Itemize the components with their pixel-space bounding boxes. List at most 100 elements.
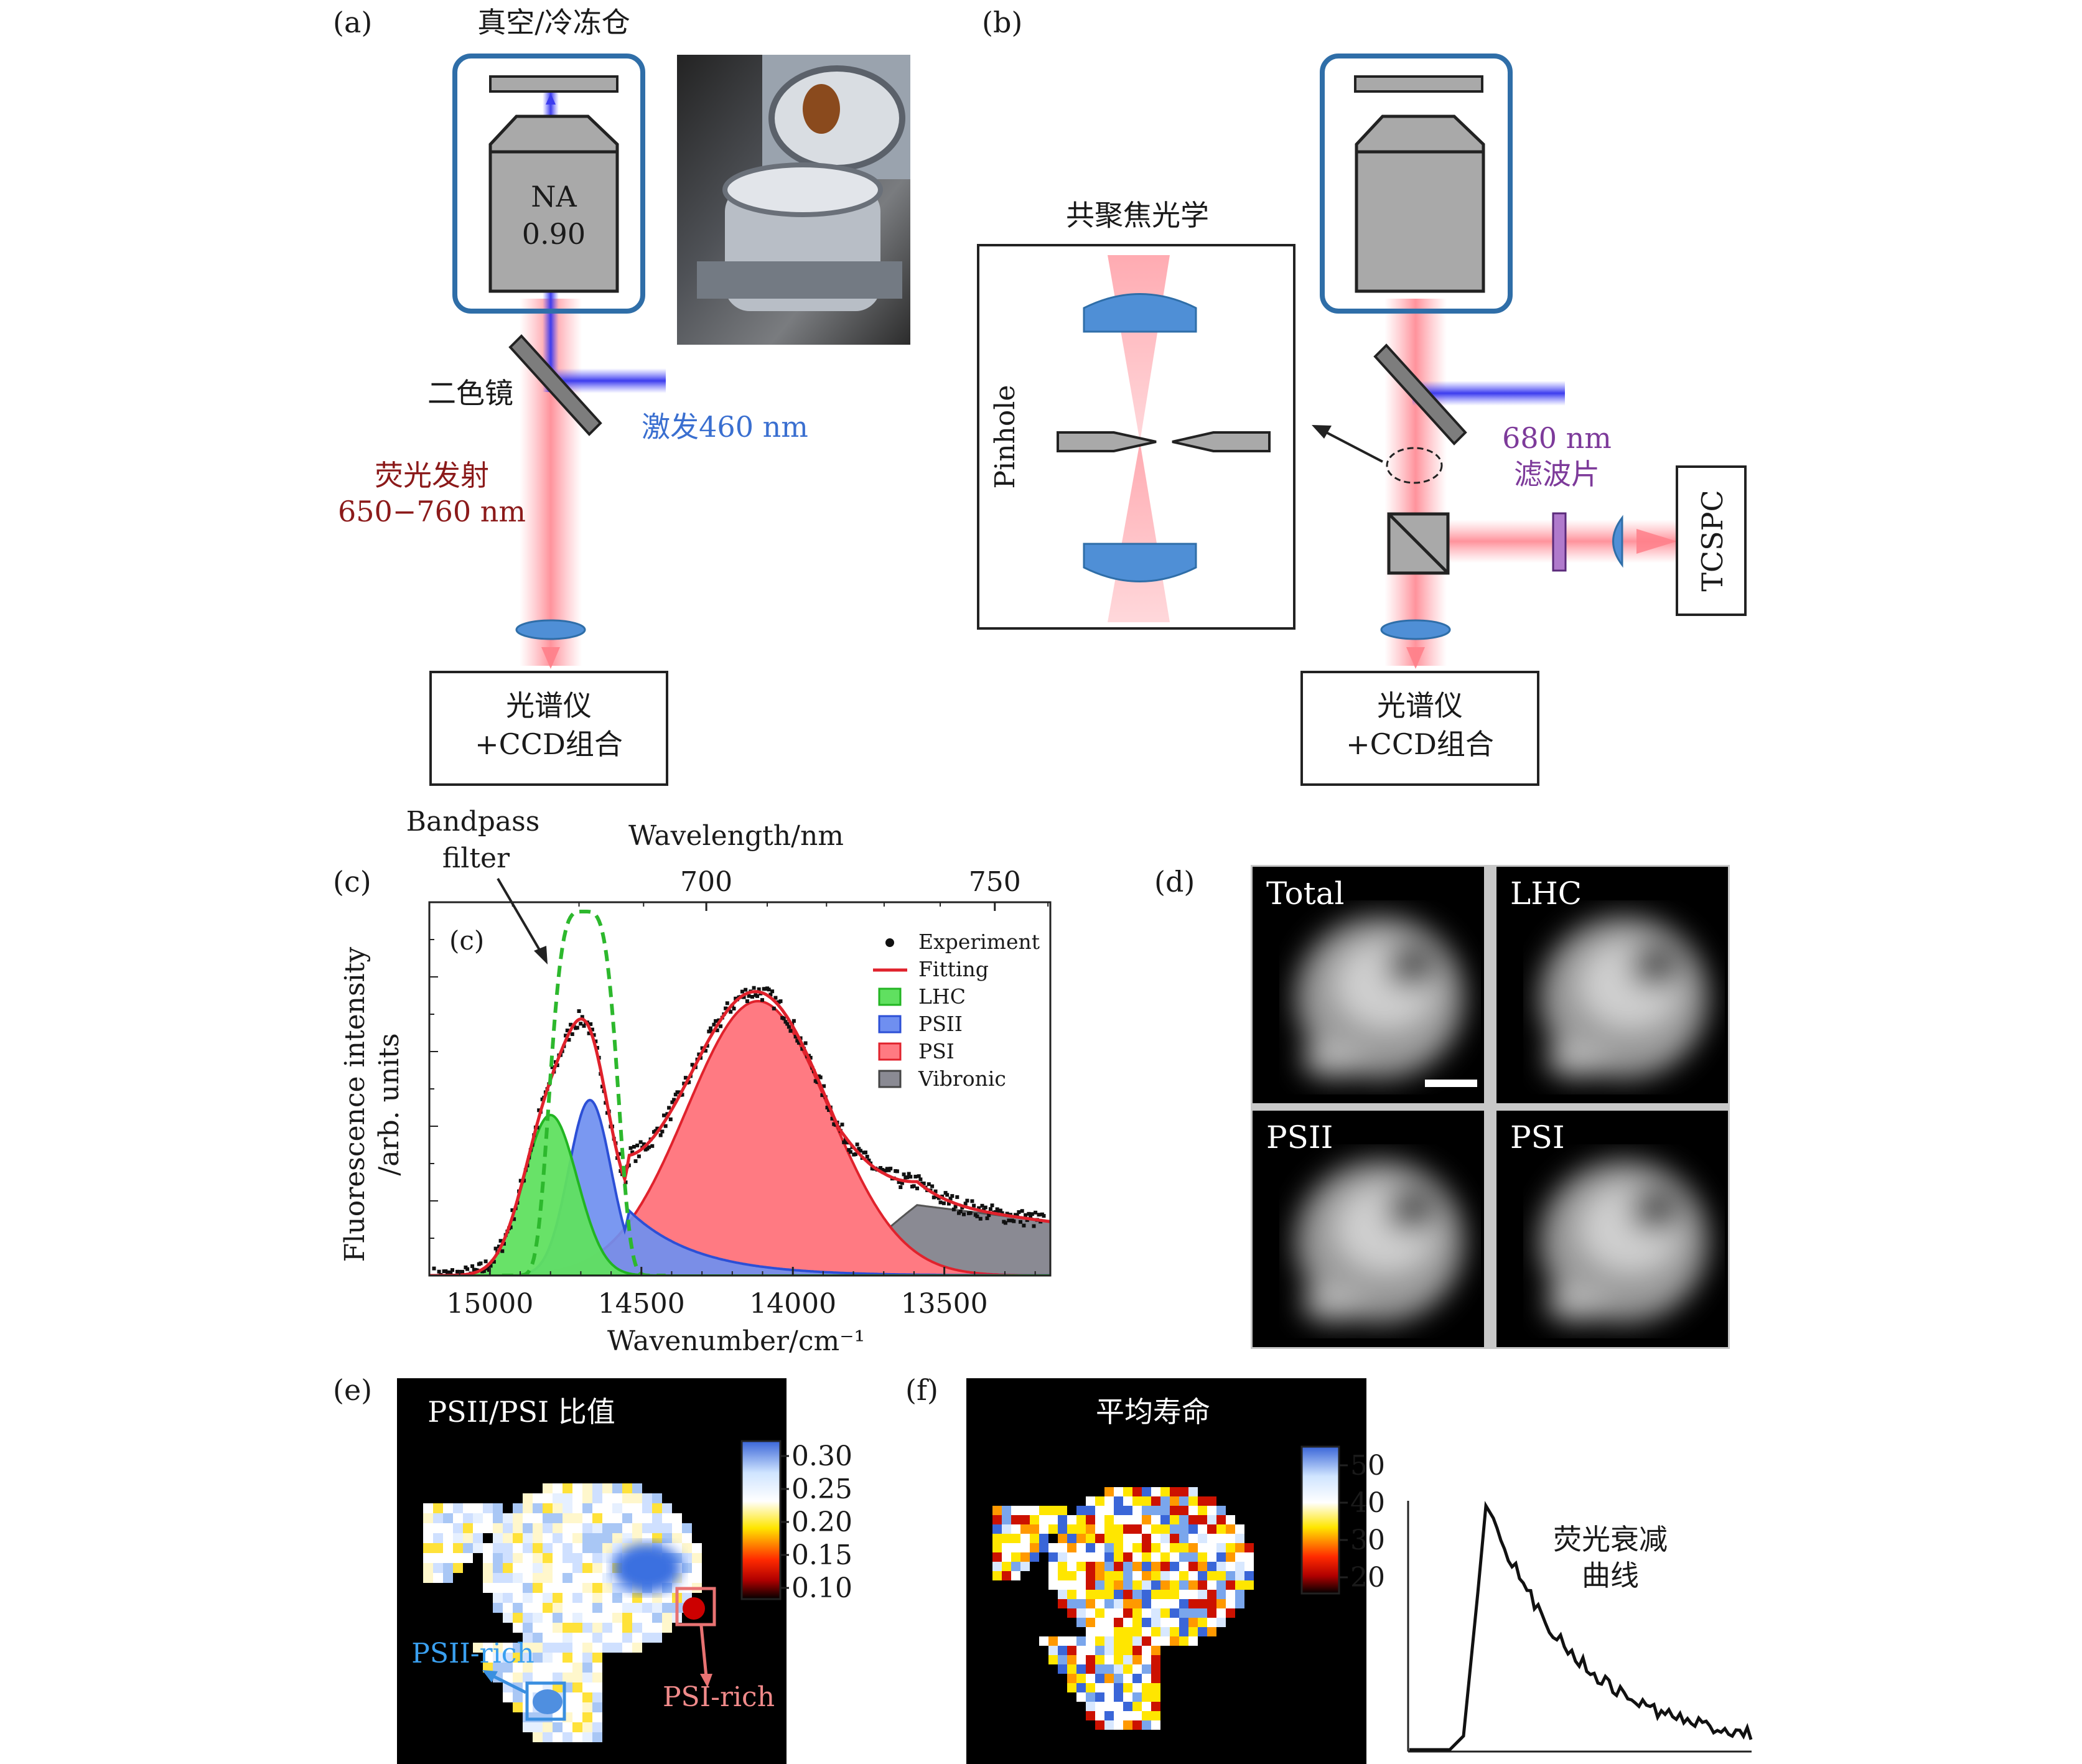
ratio-pixel — [602, 1483, 612, 1493]
ratio-hotspot — [613, 1543, 681, 1593]
colorbar-tick-label: 50 — [1350, 1450, 1385, 1482]
lifetime-pixel — [1076, 1515, 1086, 1524]
experiment-point — [677, 1090, 681, 1094]
ratio-pixel — [632, 1493, 642, 1503]
ratio-pixel — [642, 1523, 652, 1533]
ratio-pixel — [572, 1553, 582, 1563]
ratio-pixel — [543, 1523, 553, 1533]
ratio-pixel — [533, 1593, 543, 1603]
ratio-pixel — [483, 1503, 493, 1513]
lifetime-pixel — [1086, 1590, 1095, 1599]
colorbar-tick-label: 0.30 — [791, 1440, 852, 1472]
lifetime-pixel — [1048, 1515, 1058, 1524]
lifetime-pixel — [1020, 1543, 1030, 1552]
experiment-point — [772, 1006, 776, 1010]
ratio-pixel — [572, 1523, 582, 1533]
ratio-pixel — [652, 1633, 662, 1643]
lifetime-pixel — [1123, 1702, 1132, 1711]
lifetime-pixel — [1198, 1627, 1207, 1636]
ratio-pixel — [523, 1722, 533, 1732]
ratio-pixel — [533, 1533, 543, 1543]
ratio-pixel — [592, 1603, 602, 1613]
lifetime-pixel — [1235, 1534, 1244, 1543]
lifetime-pixel — [1104, 1515, 1114, 1524]
lifetime-pixel — [1039, 1506, 1048, 1515]
ratio-pixel — [612, 1503, 622, 1513]
ratio-pixel — [433, 1543, 443, 1553]
confocal-lens-bottom — [1083, 543, 1197, 582]
lifetime-pixel — [1076, 1664, 1086, 1674]
ratio-pixel — [473, 1543, 483, 1553]
lifetime-pixel — [1244, 1580, 1254, 1590]
ratio-pixel — [642, 1623, 652, 1633]
ratio-pixel — [582, 1692, 592, 1702]
lifetime-pixel — [1123, 1562, 1132, 1571]
ratio-pixel — [523, 1573, 533, 1583]
ratio-pixel — [513, 1543, 523, 1553]
ratio-pixel — [632, 1633, 642, 1643]
experiment-point — [859, 1149, 862, 1153]
pinhole-label: Pinhole — [989, 385, 1021, 489]
lifetime-pixel — [1104, 1590, 1114, 1599]
psii-rich-label: PSII-rich — [411, 1638, 534, 1669]
lifetime-pixel — [1048, 1506, 1058, 1515]
lifetime-pixel — [1132, 1562, 1142, 1571]
ratio-pixel — [602, 1593, 612, 1603]
lifetime-pixel — [1067, 1580, 1076, 1590]
experiment-point — [441, 1277, 444, 1281]
experiment-point — [590, 1027, 594, 1032]
experiment-point — [1022, 1223, 1026, 1228]
lifetime-pixel — [1095, 1692, 1104, 1702]
lifetime-pixel — [1067, 1636, 1076, 1646]
lifetime-pixel — [1095, 1599, 1104, 1608]
ratio-pixel — [622, 1523, 632, 1533]
lifetime-pixel — [1216, 1534, 1226, 1543]
ratio-pixel — [612, 1593, 622, 1603]
lifetime-pixel — [1160, 1627, 1170, 1636]
lifetime-pixel — [1123, 1487, 1132, 1496]
lifetime-pixel — [1058, 1571, 1067, 1580]
top-axis-label: Wavelength/nm — [628, 820, 844, 852]
experiment-point — [450, 1268, 454, 1272]
lifetime-pixel — [1198, 1506, 1207, 1515]
lifetime-pixel — [992, 1571, 1002, 1580]
image-label: PSII — [1266, 1119, 1333, 1155]
ratio-pixel — [602, 1623, 612, 1633]
lifetime-pixel — [1030, 1543, 1039, 1552]
spectrometer-label-a-2: +CCD组合 — [475, 727, 623, 761]
ratio-pixel — [572, 1603, 582, 1613]
lifetime-pixel — [1086, 1506, 1095, 1515]
ratio-pixel — [503, 1513, 513, 1523]
experiment-point — [493, 1246, 498, 1251]
ratio-pixel — [423, 1543, 433, 1553]
ratio-pixel — [652, 1613, 662, 1623]
ratio-pixel — [612, 1523, 622, 1533]
ratio-pixel — [513, 1692, 523, 1702]
lifetime-pixel — [1226, 1590, 1235, 1599]
lifetime-pixel — [1142, 1711, 1151, 1720]
image-label: LHC — [1510, 875, 1582, 912]
ratio-pixel — [503, 1603, 513, 1613]
experiment-point — [960, 1205, 964, 1210]
ratio-pixel — [463, 1523, 473, 1533]
ratio-pixel — [592, 1653, 602, 1663]
lifetime-pixel — [1114, 1515, 1123, 1524]
experiment-point — [665, 1112, 670, 1116]
experiment-point — [867, 1159, 871, 1162]
lifetime-pixel — [1104, 1702, 1114, 1711]
ratio-pixel — [602, 1603, 612, 1613]
lifetime-pixel — [1095, 1543, 1104, 1552]
lifetime-pixel — [1104, 1674, 1114, 1683]
lifetime-pixel — [1114, 1618, 1123, 1627]
lifetime-pixel — [1076, 1692, 1086, 1702]
ratio-pixel — [622, 1483, 632, 1493]
lifetime-pixel — [1132, 1702, 1142, 1711]
experiment-point — [1042, 1214, 1046, 1218]
ratio-pixel — [463, 1513, 473, 1523]
ratio-pixel — [572, 1513, 582, 1523]
experiment-point — [990, 1203, 994, 1208]
lifetime-pixel — [1188, 1506, 1198, 1515]
lifetime-map-title: 平均寿命 — [1096, 1395, 1210, 1429]
lifetime-pixel — [1216, 1515, 1226, 1524]
